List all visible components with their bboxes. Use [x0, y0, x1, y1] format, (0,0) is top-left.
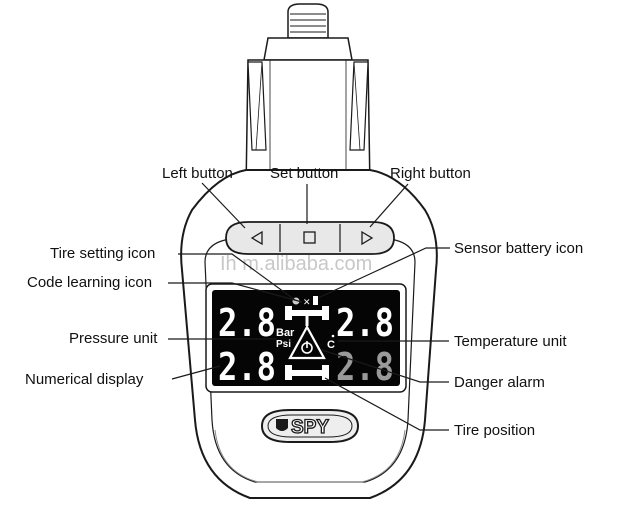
plug — [245, 3, 371, 191]
right-button[interactable] — [342, 225, 388, 252]
shield-logo-icon — [276, 419, 288, 431]
label-numerical-display: Numerical display — [25, 371, 144, 388]
label-right-button: Right button — [390, 165, 471, 182]
button-bar — [225, 221, 395, 255]
brand-badge: SPY — [260, 409, 360, 443]
label-set-button: Set button — [270, 165, 338, 182]
body-bezel — [204, 239, 416, 483]
front-right-value: 2.8 — [336, 301, 394, 345]
pressure-unit-bar: Bar — [276, 327, 295, 339]
plug-neck — [263, 37, 353, 61]
label-sensor-battery-icon: Sensor battery icon — [454, 240, 583, 257]
button-pill — [225, 221, 395, 255]
danger-alarm-icon — [288, 324, 326, 360]
right-arrow-icon — [361, 230, 374, 246]
temperature-unit: C — [327, 339, 335, 351]
lcd-screen: 2.8 2.8 2.8 2.8 ✕ Bar Psi C — [205, 283, 407, 393]
label-danger-alarm: Danger alarm — [454, 374, 545, 391]
rear-right-value: 2.8 — [336, 345, 394, 389]
label-tire-setting-icon: Tire setting icon — [50, 245, 155, 262]
set-button[interactable] — [282, 225, 338, 252]
label-temperature-unit: Temperature unit — [454, 333, 567, 350]
left-button[interactable] — [232, 225, 278, 252]
label-tire-position: Tire position — [454, 422, 535, 439]
square-icon — [303, 231, 316, 244]
leader-lines — [168, 182, 450, 431]
watermark: Ih m.alibaba.com — [220, 253, 372, 275]
label-left-button: Left button — [162, 165, 233, 182]
label-pressure-unit: Pressure unit — [69, 330, 158, 347]
sensor-battery-icon — [313, 296, 318, 305]
label-code-learning-icon: Code learning icon — [27, 274, 152, 291]
tire-position-icon — [285, 306, 329, 380]
code-learning-icon: ✕ — [303, 298, 311, 308]
front-left-value: 2.8 — [218, 301, 276, 345]
brand-name: SPY — [291, 417, 329, 438]
labels: Left button Set button Right button Tire… — [25, 165, 583, 439]
left-arrow-icon — [250, 230, 263, 246]
lcd-background — [212, 290, 400, 386]
pressure-unit-psi: Psi — [276, 339, 291, 350]
rear-left-value: 2.8 — [218, 345, 276, 389]
plug-tip — [287, 3, 329, 39]
